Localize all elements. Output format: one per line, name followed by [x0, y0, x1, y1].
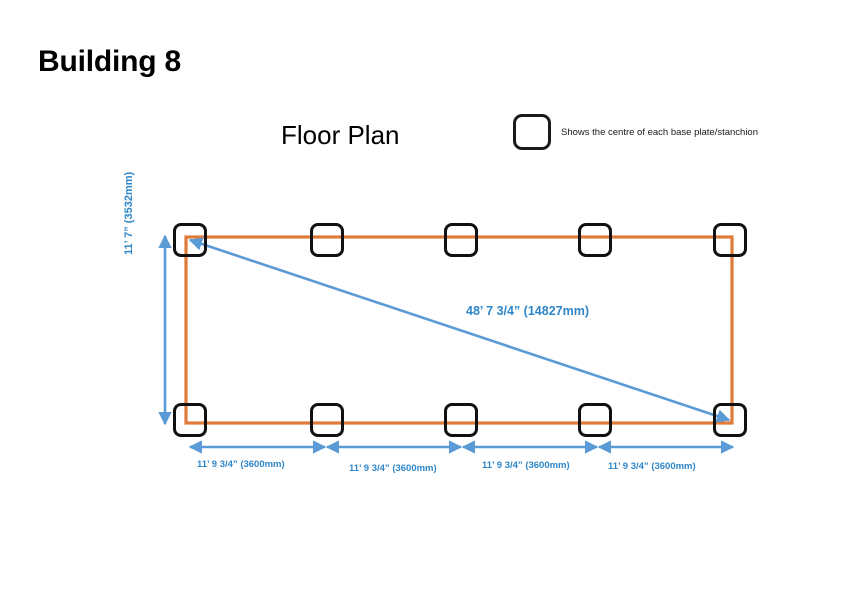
bottom-dimension-label-3: 11’ 9 3/4” (3600mm): [482, 460, 570, 471]
floor-plan-heading: Floor Plan: [281, 120, 400, 150]
stanchion-bottom-2[interactable]: [310, 403, 344, 437]
diagonal-dimension-label: 48’ 7 3/4” (14827mm): [466, 304, 589, 318]
stanchion-top-4[interactable]: [578, 223, 612, 257]
stanchion-bottom-3[interactable]: [444, 403, 478, 437]
building-outline: [184, 235, 734, 425]
stanchion-top-2[interactable]: [310, 223, 344, 257]
stanchion-top-3[interactable]: [444, 223, 478, 257]
diagonal-dimension-arrow: [188, 237, 731, 423]
rounded-square-icon: [513, 114, 551, 150]
bottom-dimension-label-4: 11’ 9 3/4” (3600mm): [608, 461, 696, 472]
bottom-dimension-label-2: 11’ 9 3/4” (3600mm): [349, 463, 437, 474]
legend-label: Shows the centre of each base plate/stan…: [561, 126, 758, 138]
legend: Shows the centre of each base plate/stan…: [513, 114, 758, 150]
stanchion-bottom-5[interactable]: [713, 403, 747, 437]
bottom-dimension-label-1: 11’ 9 3/4” (3600mm): [197, 459, 285, 470]
stanchion-bottom-4[interactable]: [578, 403, 612, 437]
stanchion-top-5[interactable]: [713, 223, 747, 257]
stanchion-bottom-1[interactable]: [173, 403, 207, 437]
vertical-dimension-label: 11’ 7” (3532mm): [123, 171, 135, 255]
stanchion-top-1[interactable]: [173, 223, 207, 257]
page-title: Building 8: [38, 45, 181, 78]
